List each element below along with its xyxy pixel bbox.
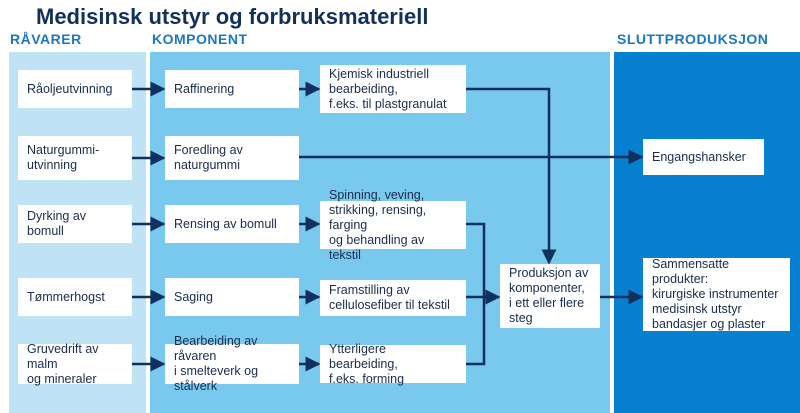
raw-box-crude-oil: Råoljeutvinning <box>18 70 132 108</box>
final-box-gloves: Engangshansker <box>643 139 764 175</box>
processing-box-chemical: Kjemisk industriell bearbeiding, f.eks. … <box>320 65 466 113</box>
component-box-rubber-processing: Foredling av naturgummi <box>165 136 299 180</box>
raw-box-timber: Tømmerhogst <box>18 278 132 316</box>
final-box-assembled-products: Sammensatte produkter: kirurgiske instru… <box>643 257 790 331</box>
diagram-title: Medisinsk utstyr og forbruksmateriell <box>36 4 429 29</box>
component-box-sawing: Saging <box>165 278 299 316</box>
arrow-chemical-to-production <box>466 87 557 265</box>
production-box: Produksjon av komponenter, i ett eller f… <box>500 264 600 328</box>
processing-box-cellulose: Framstilling av cellulosefiber til tekst… <box>320 280 466 316</box>
final-production-band <box>614 52 800 413</box>
component-box-refining: Raffinering <box>165 70 299 108</box>
column-header-raw: RÅVARER <box>10 31 82 47</box>
component-box-smelting: Bearbeiding av råvaren i smelteverk og s… <box>165 334 299 393</box>
raw-box-mining: Gruvedrift av malm og mineraler <box>18 342 132 386</box>
raw-box-cotton: Dyrking av bomull <box>18 205 132 243</box>
connector-processing-group <box>466 222 486 366</box>
component-box-cotton-cleaning: Rensing av bomull <box>165 205 299 243</box>
column-header-final: SLUTTPRODUKSJON <box>617 31 769 47</box>
processing-box-forming: Ytterligere bearbeiding, f.eks. forming <box>320 342 466 386</box>
processing-box-textile: Spinning, veving, strikking, rensing, fa… <box>320 188 466 262</box>
column-header-component: KOMPONENT <box>152 31 248 47</box>
raw-box-natural-rubber: Naturgummi- utvinning <box>18 136 132 180</box>
